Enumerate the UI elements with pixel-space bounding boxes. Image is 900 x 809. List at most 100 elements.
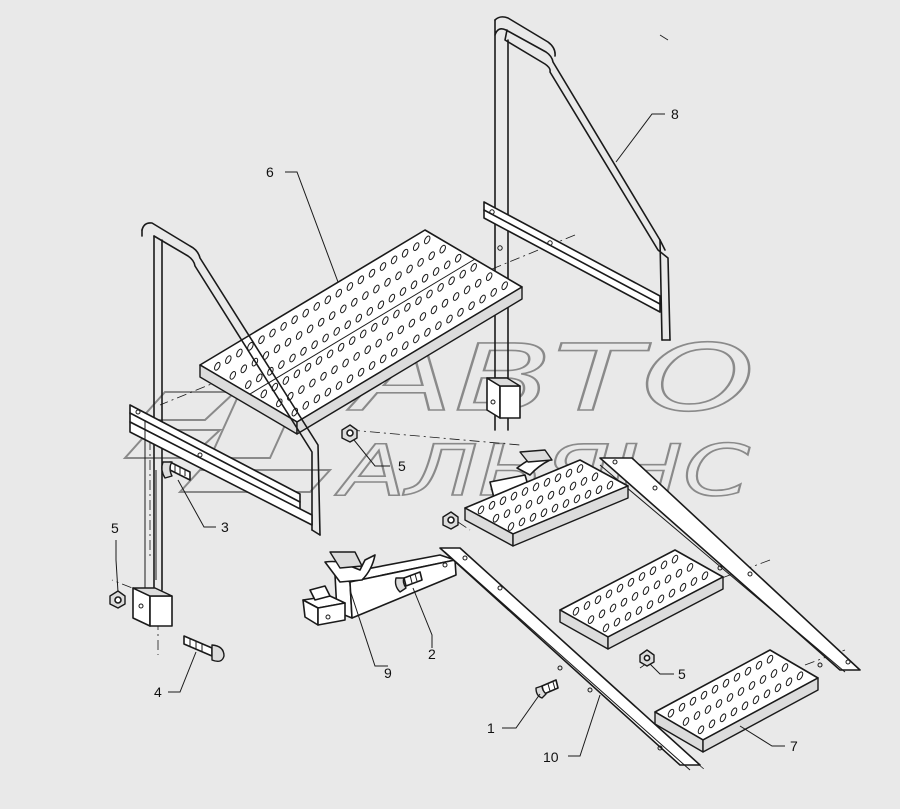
tread-slot — [675, 568, 683, 578]
tread-slot — [649, 566, 657, 576]
platform-slot — [415, 296, 422, 306]
platform-slot — [346, 282, 354, 291]
platform-slot — [293, 369, 301, 379]
platform-slot — [324, 387, 332, 397]
callout-10: 10 — [543, 749, 559, 765]
platform-slot — [470, 263, 477, 272]
tread-slot — [551, 503, 559, 513]
tread-slot — [719, 713, 727, 723]
platform-slot — [302, 401, 310, 410]
tread-slot — [759, 675, 767, 684]
tread-slot — [690, 577, 698, 586]
tread-slot — [536, 495, 544, 505]
platform-slot — [313, 394, 321, 404]
tread-slot — [708, 719, 716, 729]
platform-slot — [256, 373, 263, 383]
callout-2: 2 — [428, 646, 436, 662]
tread-slot — [518, 517, 526, 527]
stair-step-top — [464, 459, 629, 547]
tread-slot — [540, 508, 548, 518]
tread-slot — [678, 702, 686, 712]
callout-labels: 6 8 5 3 5 4 9 2 5 1 10 7 — [111, 106, 798, 765]
platform-slot — [479, 294, 486, 304]
platform-slot — [282, 376, 290, 385]
platform-slot — [408, 318, 416, 328]
part-5-nut-left — [109, 590, 126, 609]
tread-slot — [700, 690, 708, 700]
platform-slot — [423, 235, 431, 245]
platform-slot — [273, 344, 281, 354]
platform-slot — [214, 361, 221, 371]
part-10-stringers — [439, 457, 861, 771]
part-2-bolt — [394, 571, 423, 593]
callout-1: 1 — [487, 720, 495, 736]
tread-slot — [595, 485, 603, 495]
tread-slot — [606, 480, 614, 490]
platform-slot — [225, 355, 232, 364]
platform-slot — [459, 269, 466, 279]
callout-5-left: 5 — [111, 520, 119, 536]
platform-slot — [426, 289, 433, 299]
platform-slot — [430, 305, 438, 315]
platform-slot — [359, 329, 367, 339]
tread-slot — [748, 681, 756, 690]
tread-slot — [737, 687, 745, 696]
platform-slot — [375, 338, 382, 348]
platform-slot — [280, 322, 287, 331]
platform-slot — [377, 300, 385, 310]
tread-slot — [660, 560, 668, 570]
platform-slot — [463, 285, 471, 295]
part-6-top-platform — [199, 229, 523, 435]
platform-slot — [258, 335, 265, 345]
platform-slot — [364, 345, 371, 355]
platform-slot — [457, 307, 464, 317]
platform-slot — [306, 324, 314, 334]
platform-slot — [333, 327, 340, 336]
platform-slot — [474, 278, 482, 288]
tread-slot — [503, 509, 511, 518]
platform-slot — [386, 332, 394, 341]
tread-slot — [565, 468, 573, 478]
tread-slot — [591, 472, 599, 482]
tread-slot — [573, 494, 581, 504]
tread-slot — [510, 491, 518, 501]
platform-slot — [342, 358, 349, 368]
platform-slot — [452, 292, 460, 301]
tread-slot — [682, 717, 690, 726]
tread-slot — [616, 583, 624, 593]
platform-slot — [335, 288, 343, 298]
tread-slot — [514, 504, 522, 514]
part-1-small-bolt — [535, 679, 559, 699]
platform-slot — [260, 389, 268, 399]
tread-slot — [671, 554, 679, 564]
tread-slot — [532, 482, 540, 492]
platform-slot — [331, 365, 338, 375]
platform-slot — [390, 255, 398, 265]
tread-slot — [554, 473, 562, 483]
platform-slot — [379, 354, 387, 364]
platform-slot — [346, 374, 354, 384]
tread-slot — [572, 606, 580, 616]
platform-slot — [353, 352, 360, 361]
platform-slot — [412, 242, 420, 251]
part-8-right-handrail — [483, 16, 671, 431]
platform-slot — [404, 302, 411, 312]
part-7-stair-step-bottom — [654, 649, 819, 753]
platform-slot — [322, 333, 329, 343]
platform-slot — [454, 253, 462, 263]
platform-slot — [295, 331, 303, 340]
platform-slot — [384, 277, 391, 287]
callout-5-lower: 5 — [678, 666, 686, 682]
tread-slot — [711, 684, 719, 694]
platform-slot — [357, 367, 365, 377]
platform-slot — [326, 349, 334, 359]
platform-slot — [302, 308, 309, 318]
tread-slot — [569, 481, 577, 491]
platform-slot — [390, 347, 398, 357]
part-3-bolt — [161, 461, 191, 481]
tread-slot — [796, 671, 804, 681]
platform-slots — [214, 235, 508, 417]
callout-7: 7 — [790, 738, 798, 754]
platform-slot — [328, 311, 336, 320]
tread-slot — [624, 611, 632, 621]
